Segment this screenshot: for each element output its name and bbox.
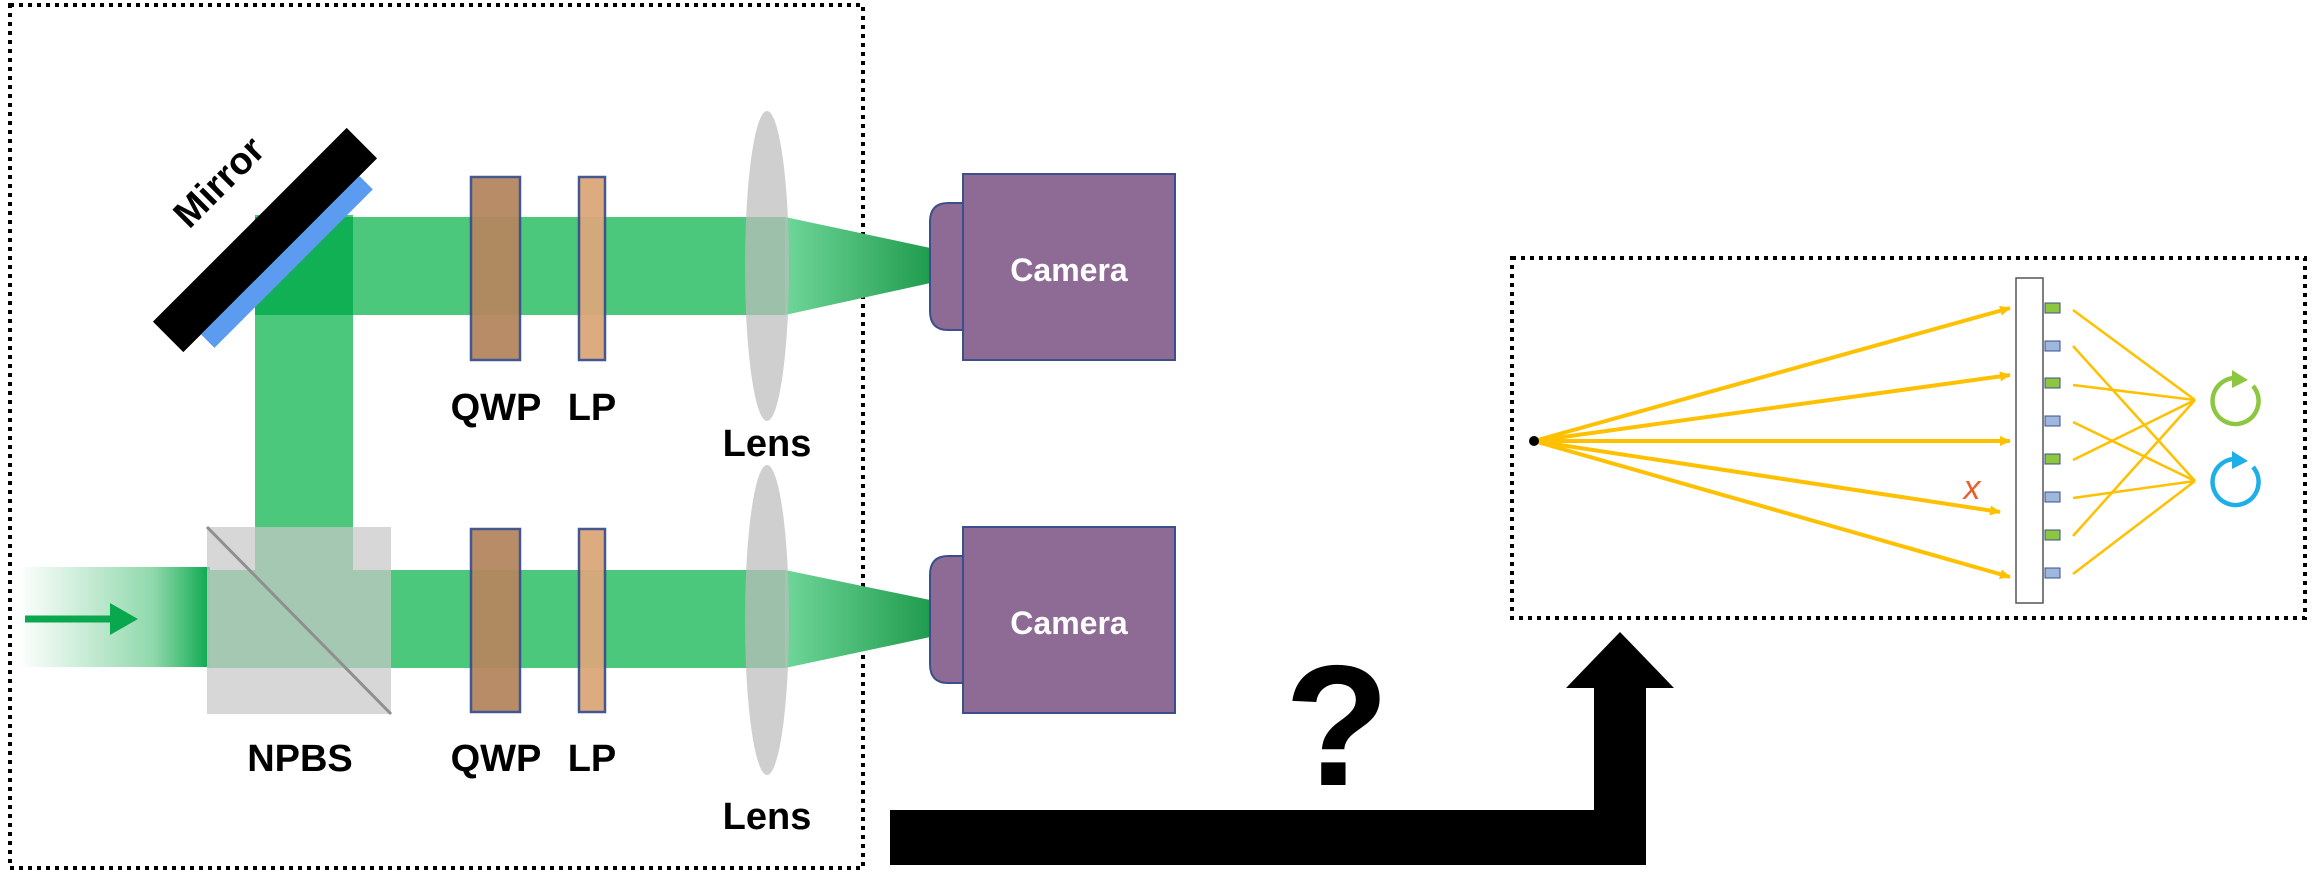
camera-top-label: Camera — [1010, 252, 1128, 288]
question-mark: ? — [1284, 630, 1389, 822]
camera-top — [929, 173, 1176, 361]
focus-cone-bottom — [785, 570, 935, 668]
elbow-arrow-icon — [890, 632, 1674, 865]
lp-top-label: LP — [568, 387, 617, 429]
left-dashed-frame — [8, 3, 865, 870]
circular-arrow-icon — [2210, 451, 2261, 508]
lens-top — [745, 111, 789, 421]
camera-bottom-label: Camera — [1010, 605, 1128, 641]
npbs-cube — [205, 525, 393, 716]
blocked-ray-x-mark: x — [1962, 469, 1982, 507]
right-arrow-icon — [25, 603, 138, 635]
qwp-top-label: QWP — [451, 387, 542, 429]
qwp-top — [469, 175, 522, 362]
mirror — [152, 127, 378, 353]
qwp-bottom — [469, 527, 522, 714]
lens-bottom-label: Lens — [723, 796, 812, 838]
metasurface-panel — [2015, 277, 2044, 604]
lens-top-label: Lens — [723, 423, 812, 465]
point-source — [1529, 436, 1539, 446]
npbs-label: NPBS — [247, 738, 353, 780]
output-rays — [2072, 308, 2196, 575]
lp-bottom-label: LP — [568, 738, 617, 780]
lp-bottom — [577, 527, 607, 714]
pixel-column — [2044, 302, 2061, 579]
lens-bottom — [745, 465, 789, 775]
lp-top — [577, 175, 607, 362]
focus-cone-top — [785, 217, 935, 315]
qwp-bottom-label: QWP — [451, 738, 542, 780]
circular-arrow-icon — [2210, 370, 2261, 427]
camera-bottom — [929, 526, 1176, 714]
right-dashed-frame — [1510, 256, 2307, 620]
incident-rays — [1533, 305, 2011, 580]
